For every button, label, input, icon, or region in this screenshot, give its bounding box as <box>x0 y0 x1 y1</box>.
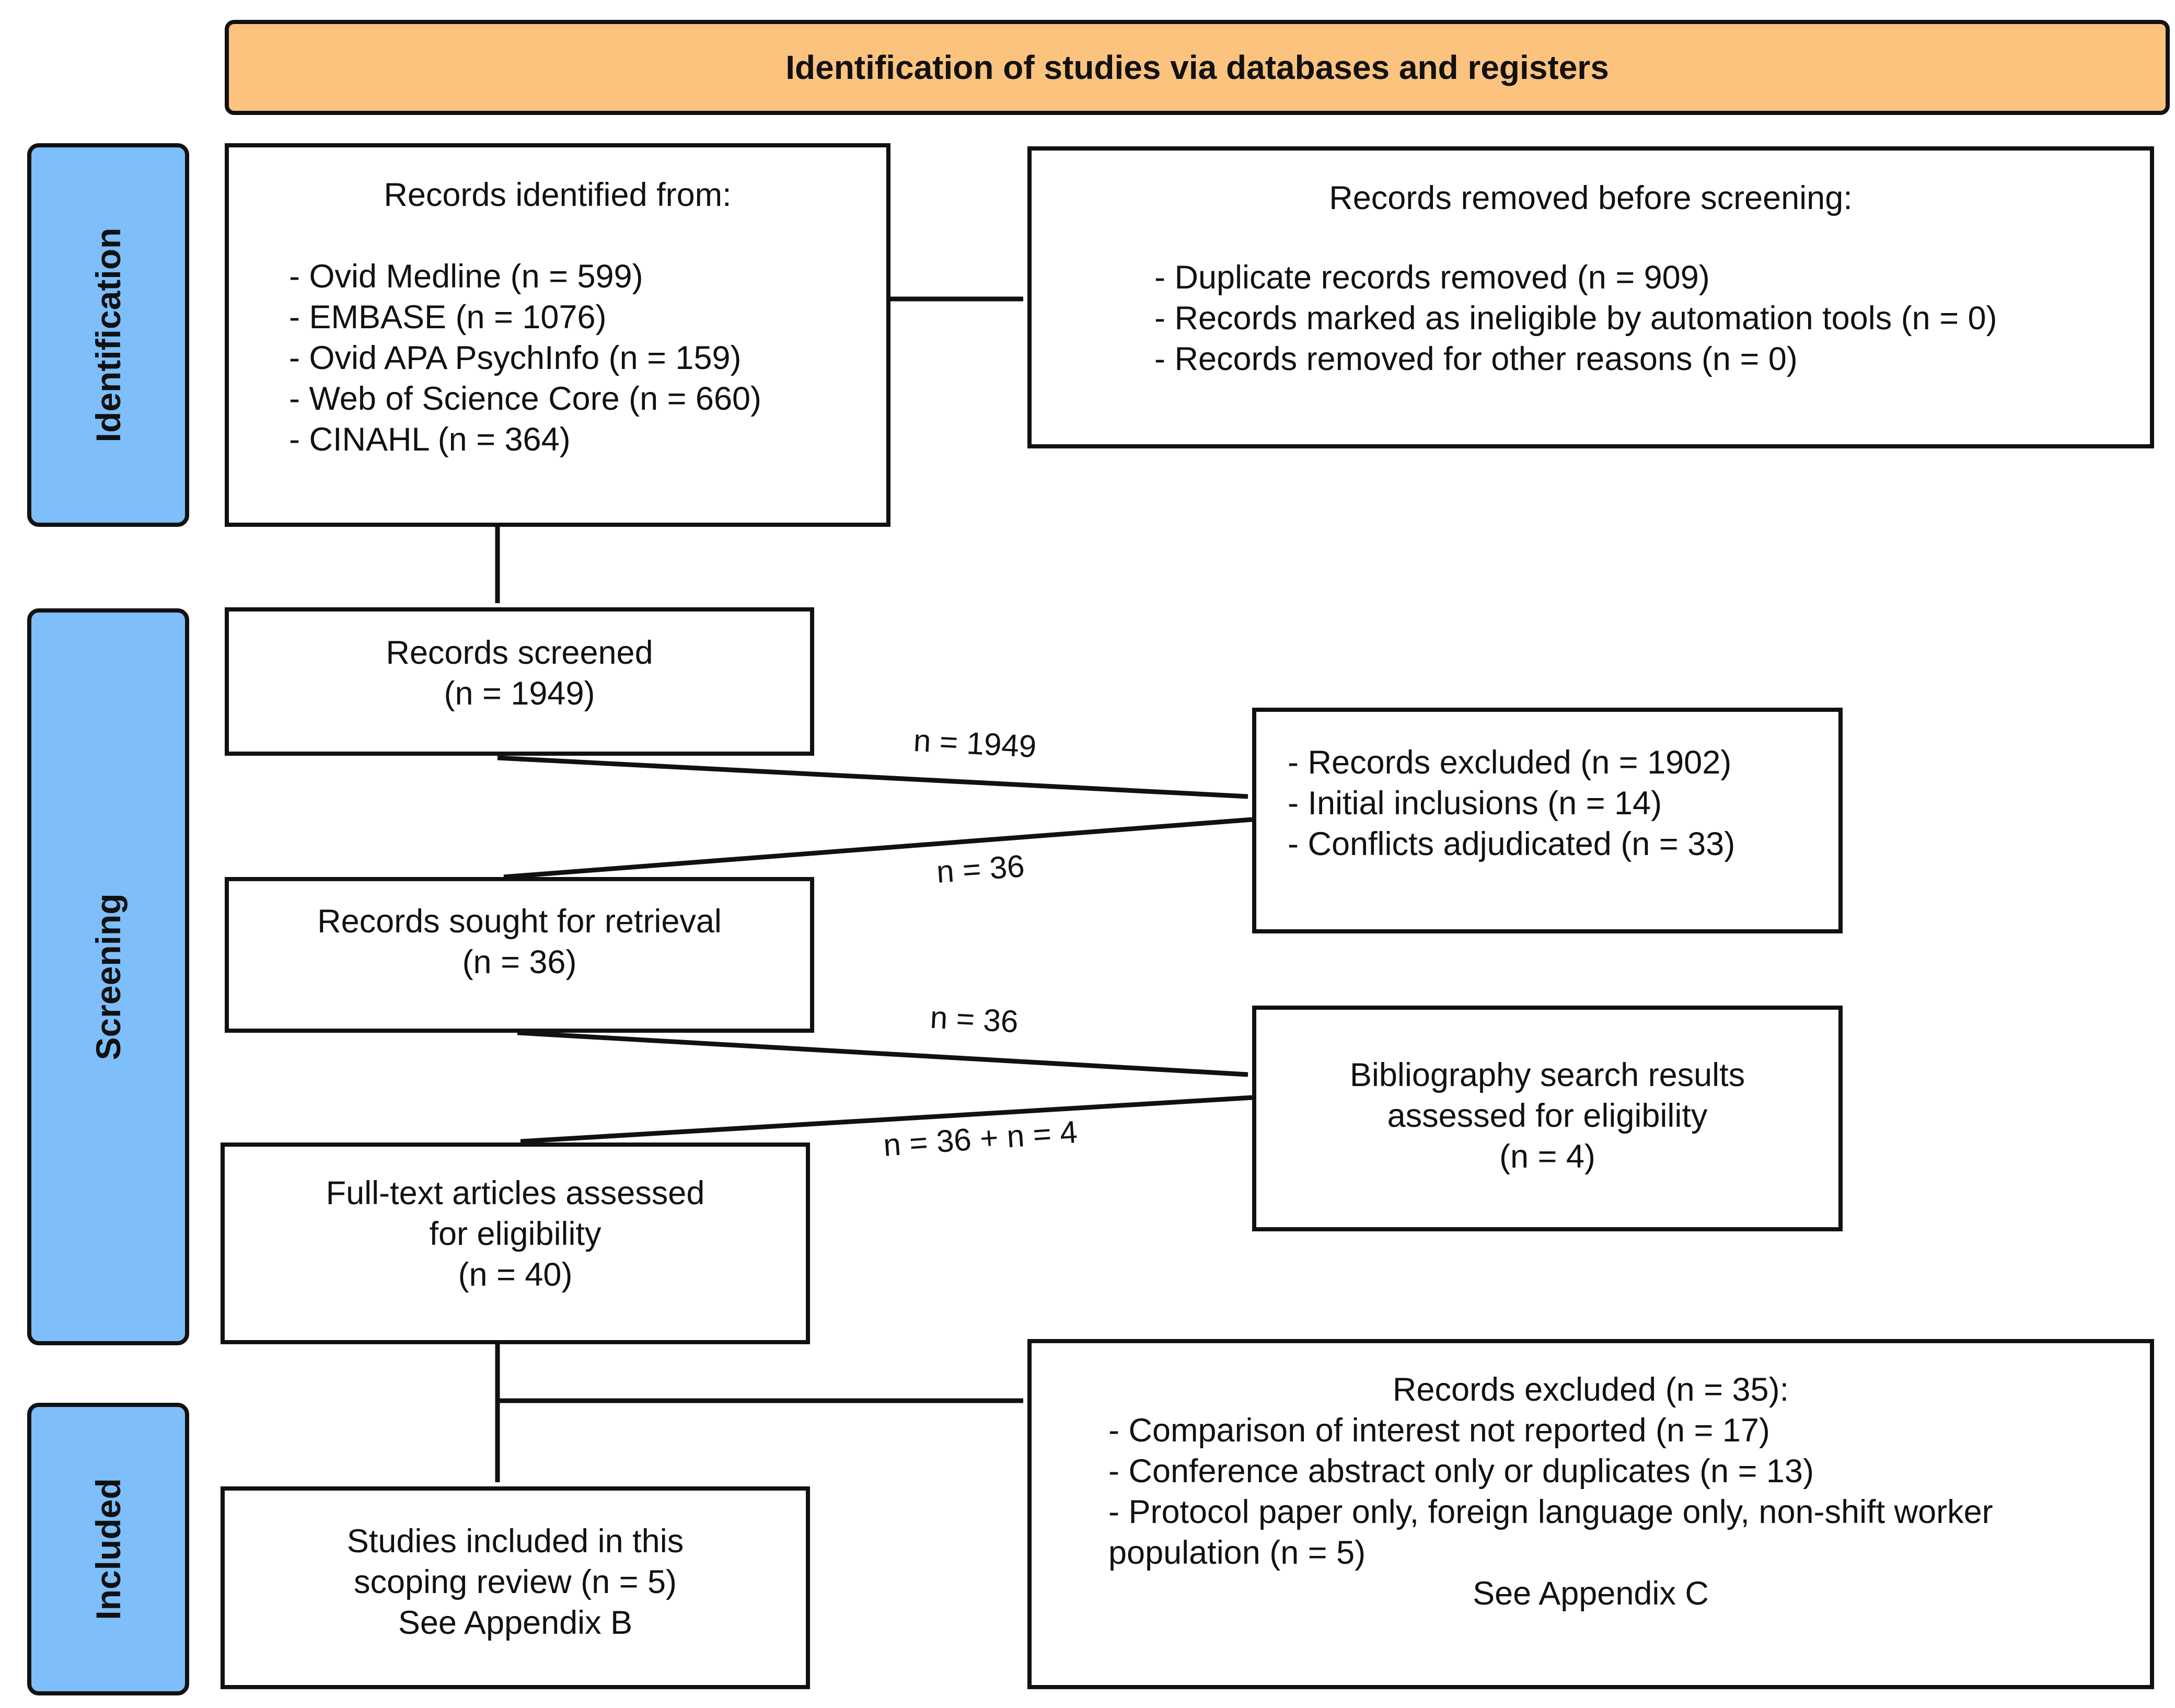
edge-label-excluded-sought: n = 36 <box>935 848 1026 890</box>
identified-item-1: - Ovid Medline (n = 599) <box>289 258 643 295</box>
edge-label-screened-excluded: n = 1949 <box>912 722 1037 765</box>
records-removed-box: Records removed before screening: - Dupl… <box>1027 146 2154 448</box>
excluded-screen-item-2: - Initial inclusions (n = 14) <box>1288 785 1662 822</box>
bibliography-count: (n = 4) <box>1499 1138 1595 1175</box>
records-sought-box: Records sought for retrieval (n = 36) <box>225 877 814 1033</box>
studies-included-box: Studies included in this scoping review … <box>221 1486 810 1689</box>
fulltext-assessed-box: Full-text articles assessed for eligibil… <box>221 1142 810 1344</box>
arrow-sought-to-biblio <box>517 1030 1248 1077</box>
removed-item-2: - Records marked as ineligible by automa… <box>1154 300 1997 337</box>
arrow-biblio-to-fulltext <box>520 1095 1253 1144</box>
identified-item-3: - Ovid APA PsychInfo (n = 159) <box>289 340 742 376</box>
records-sought-count: (n = 36) <box>462 944 577 980</box>
excluded-screen-item-1: - Records excluded (n = 1902) <box>1288 744 1732 781</box>
bibliography-line-2: assessed for eligibility <box>1387 1098 1708 1134</box>
arrow-screened-to-excluded <box>497 755 1248 799</box>
fulltext-count: (n = 40) <box>458 1256 573 1293</box>
removed-item-1: - Duplicate records removed (n = 909) <box>1154 259 1710 296</box>
excluded-final-item-1: - Comparison of interest not reported (n… <box>1108 1412 1770 1449</box>
records-identified-title: Records identified from: <box>384 177 732 213</box>
records-removed-title: Records removed before screening: <box>1329 180 1853 216</box>
bibliography-search-box: Bibliography search results assessed for… <box>1252 1006 1843 1231</box>
phase-screening: Screening <box>27 608 189 1345</box>
records-screened-box: Records screened (n = 1949) <box>225 607 814 756</box>
records-excluded-screening-box: - Records excluded (n = 1902) - Initial … <box>1252 708 1843 933</box>
included-line-2: scoping review (n = 5) <box>353 1564 677 1600</box>
records-screened-count: (n = 1949) <box>444 675 595 712</box>
fulltext-line-1: Full-text articles assessed <box>326 1175 705 1211</box>
identified-item-4: - Web of Science Core (n = 660) <box>289 380 762 417</box>
excluded-final-item-3: - Protocol paper only, foreign language … <box>1108 1494 1993 1530</box>
phase-identification: Identification <box>27 143 189 527</box>
records-identified-box: Records identified from: - Ovid Medline … <box>225 143 890 527</box>
excluded-final-item-2: - Conference abstract only or duplicates… <box>1108 1453 1814 1490</box>
identified-item-5: - CINAHL (n = 364) <box>289 421 571 458</box>
records-excluded-final-box: Records excluded (n = 35): - Comparison … <box>1027 1339 2154 1689</box>
records-screened-label: Records screened <box>386 634 653 671</box>
excluded-final-appendix: See Appendix C <box>1473 1575 1709 1612</box>
excluded-final-item-4: population (n = 5) <box>1108 1534 1366 1571</box>
bibliography-line-1: Bibliography search results <box>1349 1057 1745 1093</box>
records-sought-label: Records sought for retrieval <box>317 903 722 940</box>
excluded-screen-item-3: - Conflicts adjudicated (n = 33) <box>1288 826 1736 862</box>
excluded-final-title: Records excluded (n = 35): <box>1392 1371 1789 1408</box>
header-title: Identification of studies via databases … <box>785 49 1609 86</box>
removed-item-3: - Records removed for other reasons (n =… <box>1154 341 1798 377</box>
fulltext-line-2: for eligibility <box>429 1216 601 1252</box>
included-appendix: See Appendix B <box>398 1605 633 1641</box>
included-line-1: Studies included in this <box>346 1523 684 1560</box>
identified-item-2: - EMBASE (n = 1076) <box>289 299 607 336</box>
arrow-excluded-to-sought <box>503 817 1253 880</box>
phase-included: Included <box>27 1403 189 1695</box>
header-banner: Identification of studies via databases … <box>225 20 2170 115</box>
edge-label-sought-biblio: n = 36 <box>929 999 1020 1040</box>
